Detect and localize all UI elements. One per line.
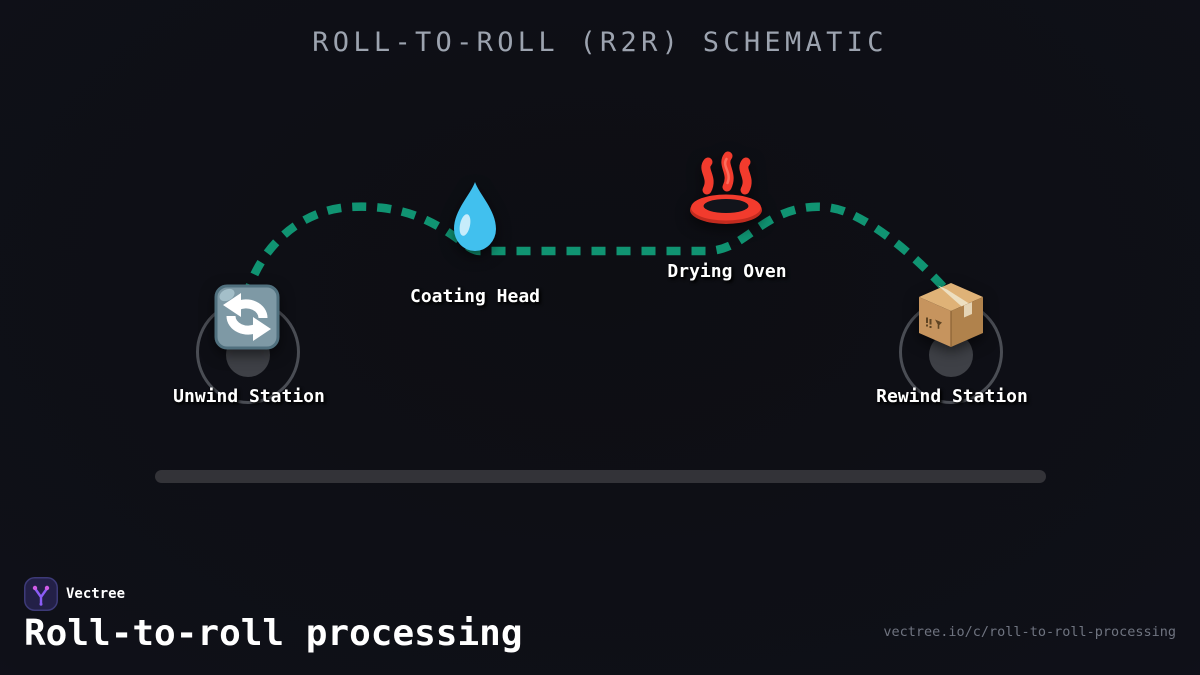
footer-url: vectree.io/c/roll-to-roll-processing [883, 624, 1176, 640]
progress-track-bar [155, 470, 1046, 483]
brand-name: Vectree [66, 586, 126, 602]
coating-head-label: Coating Head [409, 286, 541, 307]
page-title: ROLL-TO-ROLL (R2R) SCHEMATIC [312, 27, 888, 58]
vectree-logo-icon [24, 577, 58, 611]
package-icon [919, 283, 983, 347]
drying-oven-label: Drying Oven [667, 261, 787, 282]
unwind-station-label: Unwind Station [173, 386, 325, 407]
rewind-station-label: Rewind Station [876, 386, 1028, 407]
footer-title: Roll-to-roll processing [24, 613, 523, 654]
hot-springs-icon [690, 151, 762, 224]
droplet-icon [454, 182, 496, 251]
counterclockwise-arrows-icon [214, 284, 280, 350]
